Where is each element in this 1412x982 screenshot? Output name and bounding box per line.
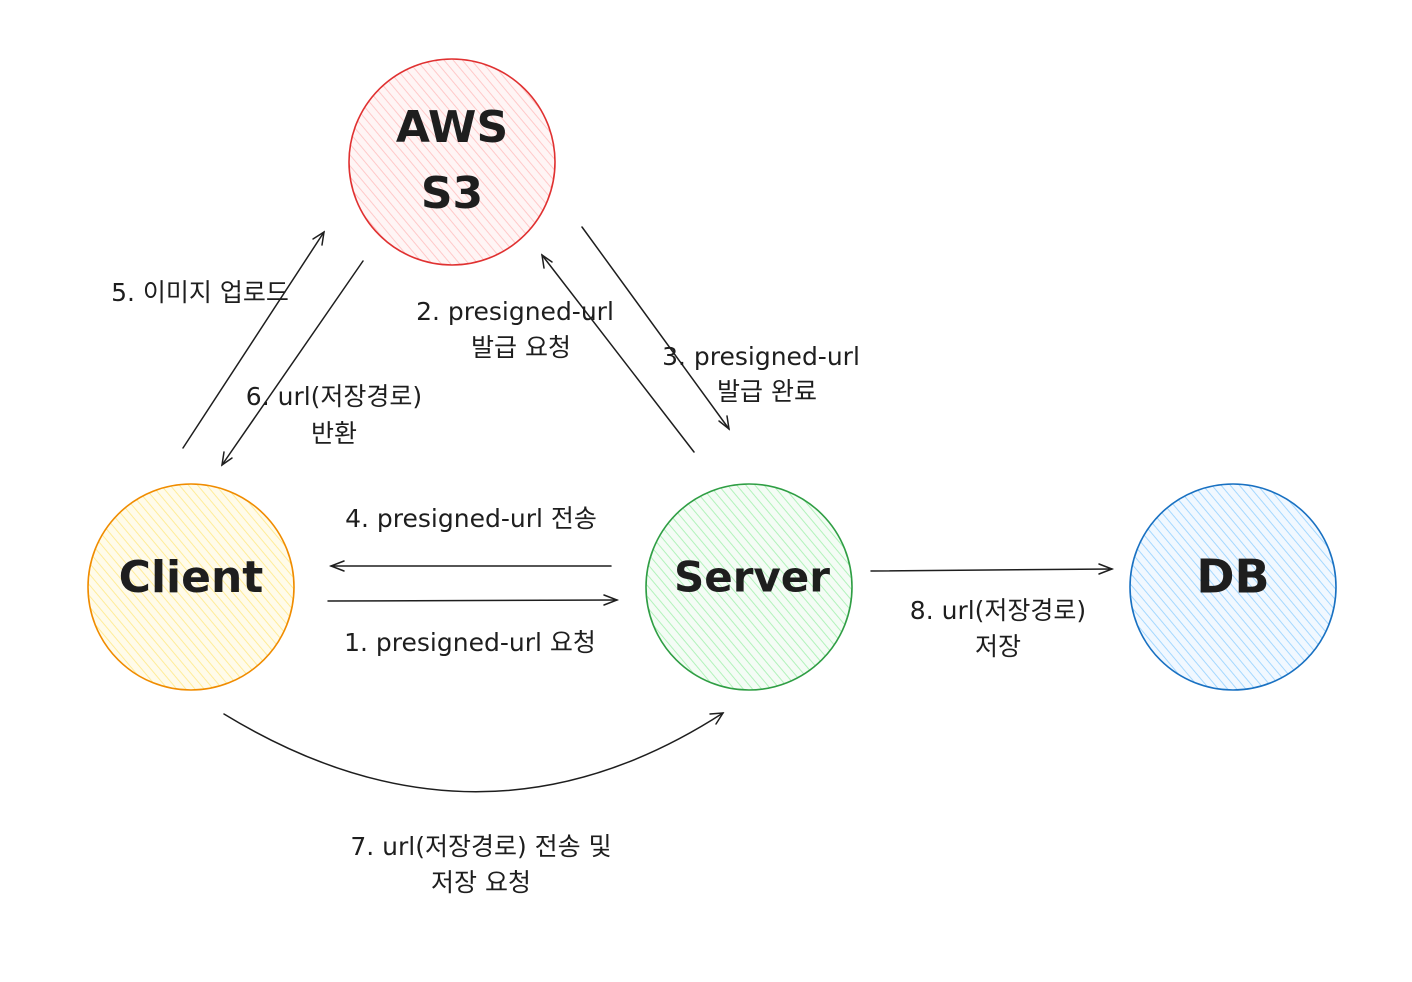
server-node: Server xyxy=(645,483,853,691)
arrow-step2 xyxy=(540,253,695,453)
server-label: Server xyxy=(674,553,830,602)
client-label: Client xyxy=(119,552,264,603)
step7-label-line1: 7. url(저장경로) 전송 및 xyxy=(350,832,611,861)
s3-node: AWS S3 xyxy=(348,58,556,266)
arrow-step3 xyxy=(581,226,731,431)
s3-label-line1: AWS xyxy=(396,102,508,153)
step1-label: 1. presigned-url 요청 xyxy=(344,628,596,657)
arrow-step8 xyxy=(870,563,1115,575)
arrow-step6 xyxy=(220,260,364,467)
step6-label-line2: 반환 xyxy=(311,419,357,448)
client-circle xyxy=(87,483,295,691)
step3-label-line1: 3. presigned-url xyxy=(662,342,860,371)
arrow-step7 xyxy=(223,712,725,793)
db-node: DB xyxy=(1129,483,1337,691)
client-node: Client xyxy=(87,483,295,691)
db-circle xyxy=(1129,483,1337,691)
step8-label-line1: 8. url(저장경로) xyxy=(910,596,1086,625)
server-circle xyxy=(645,483,853,691)
step7-label-line2: 저장 요청 xyxy=(431,868,531,897)
db-label: DB xyxy=(1196,550,1269,604)
step8-label-line2: 저장 xyxy=(975,632,1021,661)
step2-label-line2: 발급 요청 xyxy=(471,333,571,362)
s3-label-line2: S3 xyxy=(421,168,483,219)
arrow-step4 xyxy=(328,560,612,572)
s3-circle xyxy=(348,58,556,266)
step3-label-line2: 발급 완료 xyxy=(717,377,817,406)
arrow-step5 xyxy=(182,230,325,449)
step6-label-line1: 6. url(저장경로) xyxy=(246,382,422,411)
arrow-step1 xyxy=(327,594,620,606)
step4-label: 4. presigned-url 전송 xyxy=(345,504,597,533)
step2-label-line1: 2. presigned-url xyxy=(416,297,614,326)
step5-label: 5. 이미지 업로드 xyxy=(111,278,289,307)
